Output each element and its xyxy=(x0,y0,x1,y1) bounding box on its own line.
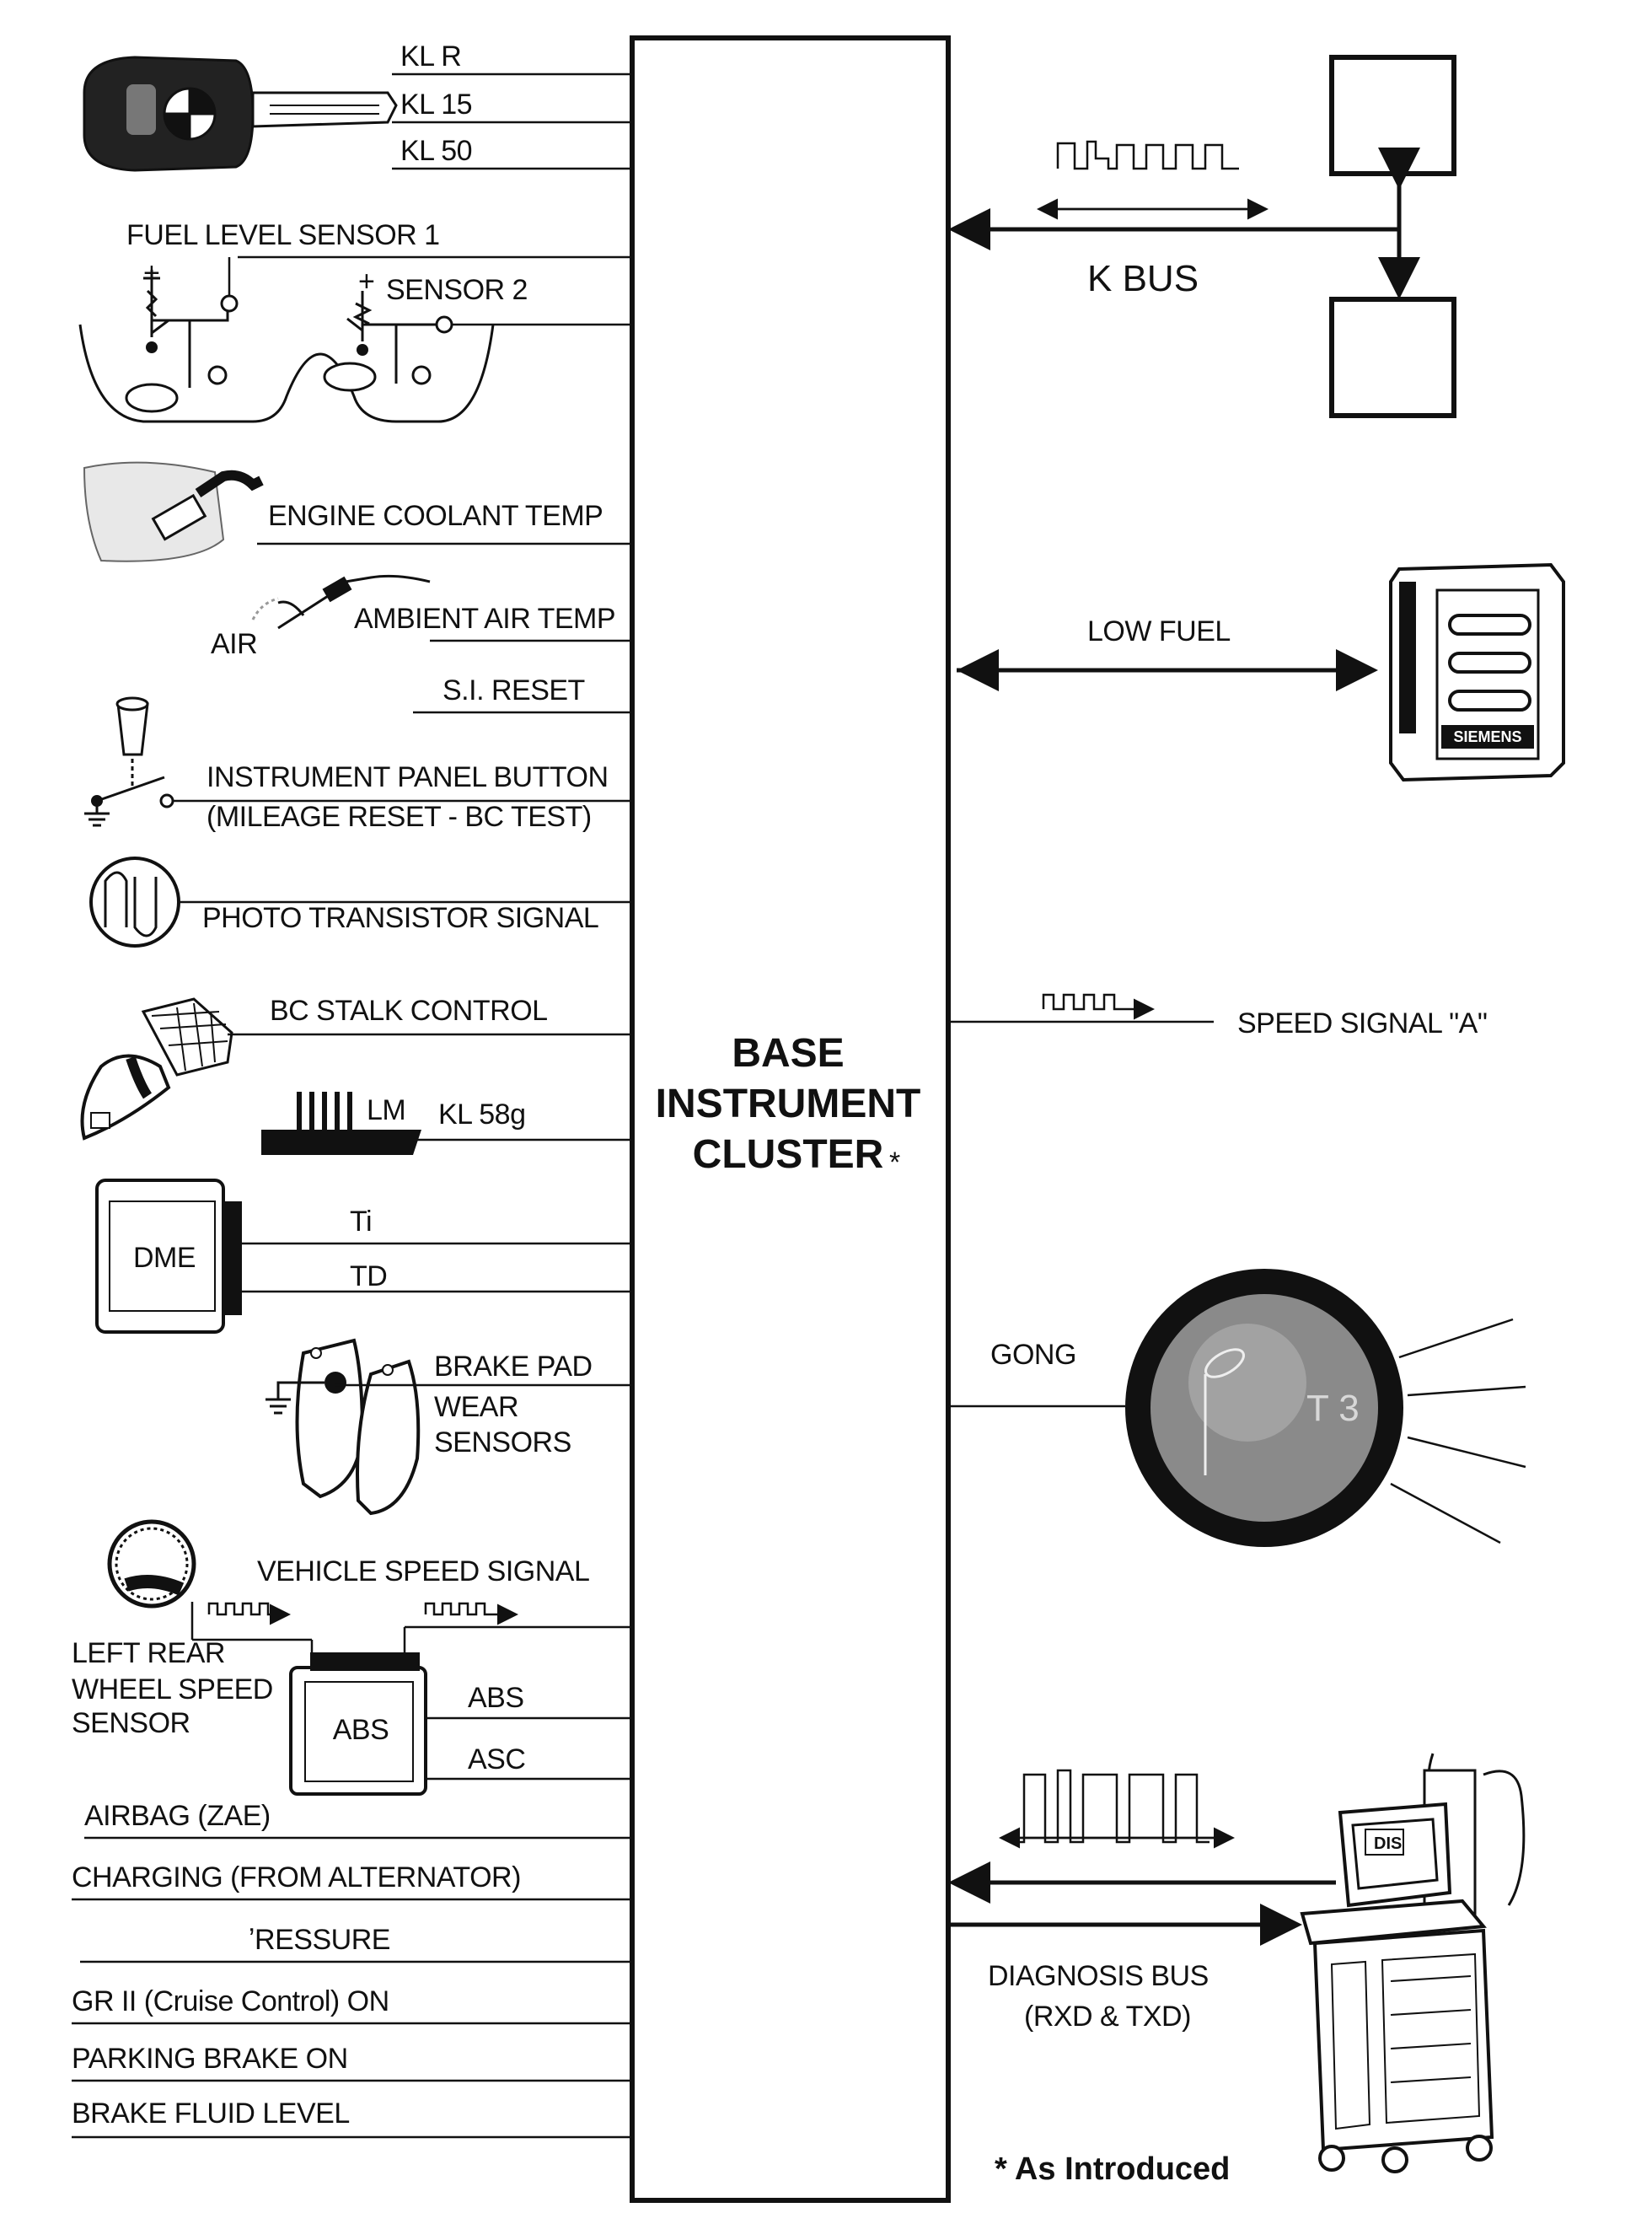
td-label: TD xyxy=(350,1260,387,1292)
photo-transistor-icon xyxy=(89,857,180,948)
ti-label: Ti xyxy=(350,1206,372,1238)
dme-module-icon xyxy=(95,1179,242,1334)
brake-pad-label-2: WEAR xyxy=(434,1391,518,1423)
si-reset-label: S.I. RESET xyxy=(442,674,585,706)
coolant-label: ENGINE COOLANT TEMP xyxy=(268,500,603,532)
abs-module-icon xyxy=(289,1652,427,1796)
diagnosis-bus-label-2: (RXD & TXD) xyxy=(1024,2001,1191,2033)
abs-line-label: ABS xyxy=(468,1682,524,1714)
panel-button-icon xyxy=(84,696,174,827)
coolant-sensor-icon xyxy=(83,461,264,562)
instrument-cluster-box xyxy=(630,35,951,2203)
kl58g-label: KL 58g xyxy=(438,1098,526,1131)
cluster-title-line3: CLUSTER xyxy=(693,1132,884,1177)
svg-text:+: + xyxy=(358,266,374,298)
brake-pad-label-1: BRAKE PAD xyxy=(434,1351,593,1383)
kbus-label: K BUS xyxy=(1087,258,1199,299)
photo-transistor-label: PHOTO TRANSISTOR SIGNAL xyxy=(202,902,598,934)
lm-label: LM xyxy=(367,1094,405,1126)
wheel-sensor-label-2: WHEEL SPEED xyxy=(72,1673,273,1705)
diagnosis-bus-label-1: DIAGNOSIS BUS xyxy=(988,1960,1209,1992)
footnote-label: * As Introduced xyxy=(995,2151,1230,2187)
panel-button-label-2: (MILEAGE RESET - BC TEST) xyxy=(206,801,592,833)
cruise-label: GR II (Cruise Control) ON xyxy=(72,1985,389,2017)
ambient-air-sensor-icon xyxy=(251,574,431,630)
pressure-label: ʼRESSURE xyxy=(249,1924,390,1956)
gong-label: GONG xyxy=(990,1339,1076,1371)
cluster-title-line2: INSTRUMENT xyxy=(656,1082,921,1126)
kl-15-label: KL 15 xyxy=(400,89,472,121)
siemens-label: SIEMENS xyxy=(1453,728,1521,745)
lm-dimmer-icon xyxy=(261,1092,421,1155)
panel-button-label-1: INSTRUMENT PANEL BUTTON xyxy=(206,761,609,793)
asc-line-label: ASC xyxy=(468,1743,525,1775)
gong-part-label: T 3 xyxy=(1306,1388,1360,1429)
wheel-sensor-label-3: SENSOR xyxy=(72,1707,190,1739)
siemens-module-icon xyxy=(1389,562,1565,782)
airbag-label: AIRBAG (ZAE) xyxy=(84,1800,271,1832)
fuel-tank-icon: + xyxy=(78,257,495,423)
fuel-sensor-2-label: SENSOR 2 xyxy=(386,274,528,306)
bc-stalk-icon xyxy=(80,997,233,1141)
speed-signal-a-label: SPEED SIGNAL "A" xyxy=(1237,1007,1487,1039)
low-fuel-label: LOW FUEL xyxy=(1087,615,1231,647)
fuel-sensor-1-label: FUEL LEVEL SENSOR 1 xyxy=(126,219,440,251)
dis-label: DIS xyxy=(1374,1834,1402,1853)
dme-label: DME xyxy=(133,1242,196,1274)
kl-r-label: KL R xyxy=(400,40,461,73)
abs-box-label: ABS xyxy=(333,1714,389,1746)
wheel-sensor-label-1: LEFT REAR xyxy=(72,1637,225,1669)
gong-speaker-icon xyxy=(1125,1269,1526,1547)
svg-text:+: + xyxy=(143,257,159,289)
kl-50-label: KL 50 xyxy=(400,135,472,167)
kbus-module-1-icon xyxy=(1329,55,1456,176)
bc-stalk-label: BC STALK CONTROL xyxy=(270,995,548,1027)
parking-brake-label: PARKING BRAKE ON xyxy=(72,2043,348,2075)
cluster-title-line1: BASE xyxy=(732,1031,844,1076)
ambient-air-label: AMBIENT AIR TEMP xyxy=(354,603,615,635)
brake-pad-icon xyxy=(266,1338,421,1516)
air-label: AIR xyxy=(211,628,257,660)
brake-pad-label-3: SENSORS xyxy=(434,1426,571,1458)
ignition-key-icon xyxy=(83,56,398,172)
wheel-speed-sensor-icon xyxy=(107,1519,196,1609)
brake-fluid-label: BRAKE FLUID LEVEL xyxy=(72,2098,350,2130)
cluster-title-asterisk: * xyxy=(889,1147,900,1179)
charging-label: CHARGING (FROM ALTERNATOR) xyxy=(72,1861,521,1893)
dis-tester-icon xyxy=(1300,1753,1526,2173)
vehicle-speed-label: VEHICLE SPEED SIGNAL xyxy=(257,1555,589,1587)
kbus-module-2-icon xyxy=(1329,297,1456,418)
